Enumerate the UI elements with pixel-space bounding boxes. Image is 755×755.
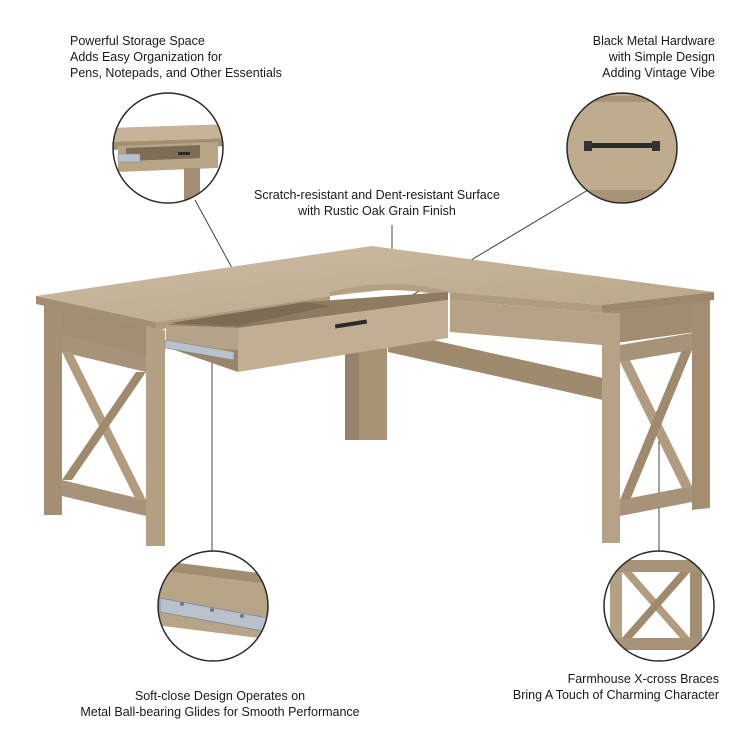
hardware-callout	[566, 92, 678, 204]
right-front-leg	[602, 313, 620, 543]
left-x-brace-b	[62, 372, 146, 480]
desktop-surface	[36, 246, 714, 322]
l-shaped-desk	[36, 246, 714, 546]
hardware-caption: Black Metal Hardware with Simple Design …	[592, 34, 715, 80]
surface-caption: Scratch-resistant and Dent-resistant Sur…	[254, 188, 500, 218]
left-front-leg	[146, 326, 165, 546]
left-back-leg	[44, 304, 62, 515]
drawer-storage-callout	[112, 92, 224, 204]
right-x-brace-b	[620, 350, 692, 500]
softclose-caption: Soft-close Design Operates on Metal Ball…	[80, 689, 360, 719]
drawer-front	[238, 300, 448, 372]
drawer-handle	[334, 319, 368, 329]
leader-lines	[194, 189, 660, 552]
right-back-leg	[692, 300, 710, 510]
x-brace-callout	[603, 550, 715, 662]
braces-caption: Farmhouse X-cross Braces Bring A Touch o…	[512, 672, 719, 702]
hardware-handle	[588, 143, 656, 148]
storage-caption: Powerful Storage Space Adds Easy Organiz…	[70, 34, 282, 80]
drawer-glide	[164, 339, 235, 361]
glide-callout	[157, 550, 269, 662]
